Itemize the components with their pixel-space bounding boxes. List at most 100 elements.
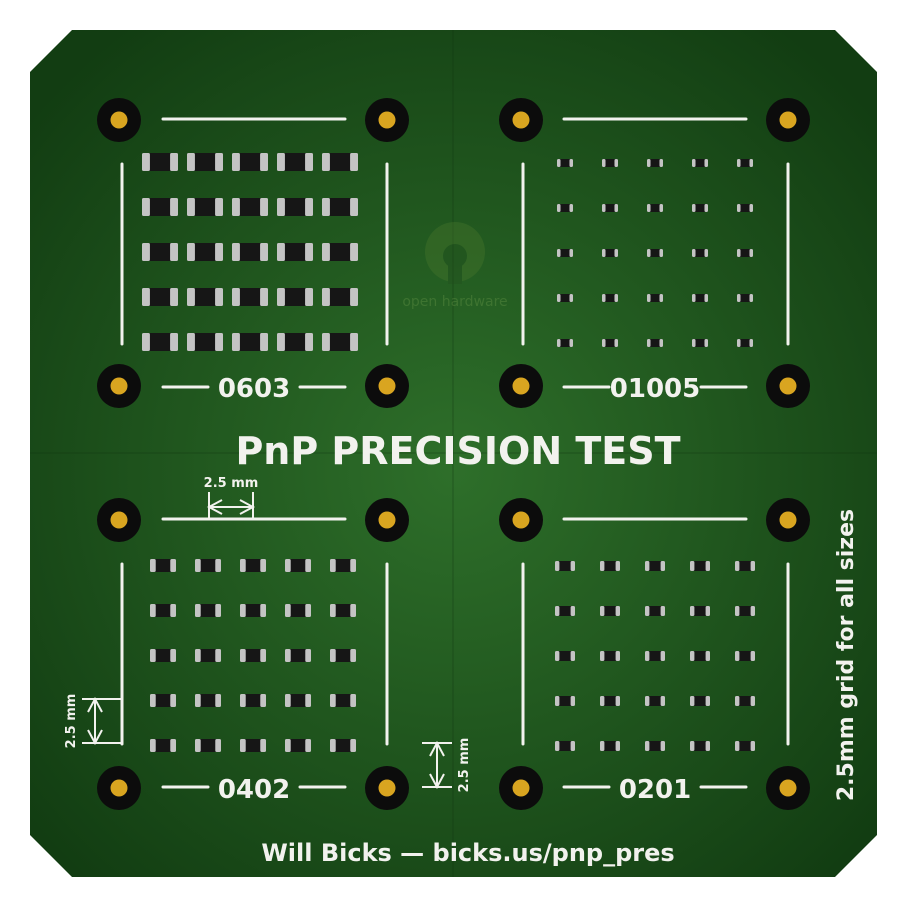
- smd-component-01005: [602, 339, 618, 347]
- smd-component-0402: [240, 604, 266, 617]
- smd-component-01005: [647, 339, 663, 347]
- smd-component-0402: [330, 604, 356, 617]
- smd-component-0402: [285, 559, 311, 572]
- smd-component-01005: [737, 204, 753, 212]
- logo-text: open hardware: [402, 294, 507, 310]
- smd-component-0402: [150, 694, 176, 707]
- smd-component-0402: [240, 694, 266, 707]
- smd-component-0201: [645, 696, 665, 706]
- smd-component-01005: [557, 339, 573, 347]
- smd-component-0603: [277, 288, 313, 306]
- smd-component-0402: [330, 649, 356, 662]
- label-0402: 0402: [218, 775, 290, 805]
- mounting-hole: [499, 98, 543, 142]
- mounting-hole: [97, 498, 141, 542]
- smd-component-0201: [555, 606, 575, 616]
- mounting-hole: [766, 498, 810, 542]
- smd-component-0201: [735, 606, 755, 616]
- pcb-board: [30, 30, 877, 877]
- smd-component-0603: [142, 288, 178, 306]
- smd-component-01005: [647, 204, 663, 212]
- mounting-hole: [766, 766, 810, 810]
- smd-component-0201: [600, 741, 620, 751]
- dim-label-top: 2.5 mm: [204, 476, 259, 491]
- smd-component-0201: [735, 696, 755, 706]
- smd-component-0603: [322, 288, 358, 306]
- smd-component-0603: [232, 153, 268, 171]
- smd-component-0402: [150, 559, 176, 572]
- smd-component-0402: [150, 649, 176, 662]
- credit-line: Will Bicks — bicks.us/pnp_pres: [261, 839, 674, 867]
- smd-component-01005: [647, 159, 663, 167]
- smd-component-0603: [232, 288, 268, 306]
- mounting-hole: [365, 98, 409, 142]
- smd-component-0603: [142, 198, 178, 216]
- smd-component-01005: [737, 249, 753, 257]
- mounting-hole: [766, 98, 810, 142]
- smd-component-0402: [285, 694, 311, 707]
- mounting-hole: [499, 498, 543, 542]
- smd-component-0402: [195, 649, 221, 662]
- smd-component-01005: [602, 159, 618, 167]
- smd-component-0402: [150, 739, 176, 752]
- smd-component-0201: [735, 651, 755, 661]
- smd-component-0402: [240, 739, 266, 752]
- mounting-hole: [365, 498, 409, 542]
- smd-component-01005: [692, 339, 708, 347]
- smd-component-0603: [187, 333, 223, 351]
- smd-component-0402: [285, 739, 311, 752]
- mounting-hole: [97, 98, 141, 142]
- smd-component-0201: [600, 606, 620, 616]
- smd-component-0603: [187, 288, 223, 306]
- smd-component-01005: [557, 204, 573, 212]
- smd-component-0402: [240, 649, 266, 662]
- mounting-hole: [766, 364, 810, 408]
- smd-component-0603: [322, 153, 358, 171]
- smd-component-0201: [690, 606, 710, 616]
- dim-label-center: 2.5 mm: [457, 738, 472, 793]
- smd-component-0201: [645, 651, 665, 661]
- smd-component-01005: [737, 159, 753, 167]
- smd-component-0402: [195, 739, 221, 752]
- smd-component-01005: [737, 294, 753, 302]
- smd-component-01005: [692, 294, 708, 302]
- dim-label-left: 2.5 mm: [64, 694, 79, 749]
- smd-component-0201: [735, 741, 755, 751]
- smd-component-0402: [330, 559, 356, 572]
- smd-component-0201: [690, 651, 710, 661]
- smd-component-01005: [602, 249, 618, 257]
- smd-component-01005: [647, 294, 663, 302]
- smd-component-0201: [600, 561, 620, 571]
- side-note: 2.5mm grid for all sizes: [834, 509, 859, 801]
- smd-component-0201: [555, 741, 575, 751]
- smd-component-01005: [692, 204, 708, 212]
- smd-component-0603: [232, 243, 268, 261]
- smd-component-0402: [330, 739, 356, 752]
- smd-component-0603: [142, 153, 178, 171]
- mounting-hole: [97, 766, 141, 810]
- smd-component-0603: [187, 243, 223, 261]
- smd-component-01005: [602, 294, 618, 302]
- smd-component-0603: [187, 153, 223, 171]
- smd-component-0603: [142, 333, 178, 351]
- label-0201: 0201: [619, 775, 691, 805]
- smd-component-0402: [150, 604, 176, 617]
- smd-component-0201: [555, 696, 575, 706]
- smd-component-0603: [277, 243, 313, 261]
- smd-component-0402: [285, 604, 311, 617]
- smd-component-0402: [240, 559, 266, 572]
- smd-component-0201: [645, 561, 665, 571]
- smd-component-0201: [555, 651, 575, 661]
- label-01005: 01005: [610, 374, 700, 404]
- smd-component-0201: [735, 561, 755, 571]
- smd-component-01005: [647, 249, 663, 257]
- smd-component-0603: [277, 198, 313, 216]
- dimension-horizontal: [206, 492, 256, 520]
- smd-component-0201: [600, 696, 620, 706]
- mounting-hole: [97, 364, 141, 408]
- smd-component-0402: [195, 604, 221, 617]
- smd-component-0201: [600, 651, 620, 661]
- mounting-hole: [499, 766, 543, 810]
- smd-component-0201: [555, 561, 575, 571]
